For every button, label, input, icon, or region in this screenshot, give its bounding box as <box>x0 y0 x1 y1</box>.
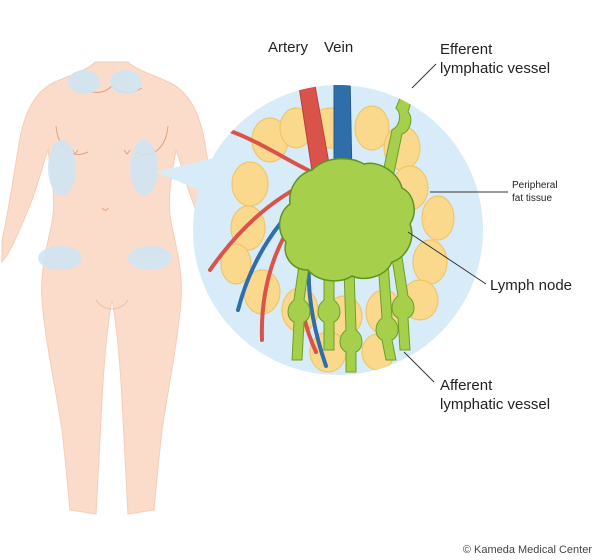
left-groin-region <box>38 246 82 270</box>
leader-lines <box>403 63 508 383</box>
afferent-vessel <box>317 267 341 351</box>
lymph-node-leader <box>407 231 487 285</box>
afferent-vessel <box>375 261 399 361</box>
vein-label: Vein <box>324 39 353 56</box>
fat-globule <box>220 243 252 285</box>
afferent-leader <box>403 351 435 383</box>
afferent-vessel <box>389 243 415 351</box>
callout-wedge <box>156 158 214 196</box>
lymph-node-shape <box>278 157 415 282</box>
fat-globule <box>421 195 455 241</box>
fat-globule <box>354 105 390 151</box>
body-figure <box>1 61 223 515</box>
left-neck-region <box>68 70 100 94</box>
arteriole <box>220 126 314 174</box>
navel <box>101 207 109 211</box>
right-axilla-region <box>130 140 158 196</box>
afferent-label-line1: Afferent <box>440 377 493 394</box>
fat-label-line2: fat tissue <box>512 193 552 204</box>
efferent-label-line2: lymphatic vessel <box>440 60 550 77</box>
artery-label: Artery <box>268 39 309 56</box>
body-silhouette <box>1 61 223 515</box>
groin-line <box>95 299 129 310</box>
afferent-vessels <box>287 243 415 373</box>
efferent-label-line1: Efferent <box>440 41 493 58</box>
afferent-label-line2: lymphatic vessel <box>440 396 550 413</box>
right-neck-region <box>110 70 142 94</box>
right-groin-region <box>128 246 172 270</box>
afferent-vessel <box>339 269 363 373</box>
lymph-node-label: Lymph node <box>490 277 572 294</box>
efferent-leader <box>411 63 437 89</box>
afferent-vessel <box>287 257 311 361</box>
copyright-notice: © Kameda Medical Center <box>462 544 592 556</box>
right-nipple <box>123 149 131 155</box>
body-lymph-regions <box>38 70 172 270</box>
left-axilla-region <box>48 140 76 196</box>
fat-label-line1: Peripheral <box>512 180 558 191</box>
fat-globule <box>231 161 269 207</box>
